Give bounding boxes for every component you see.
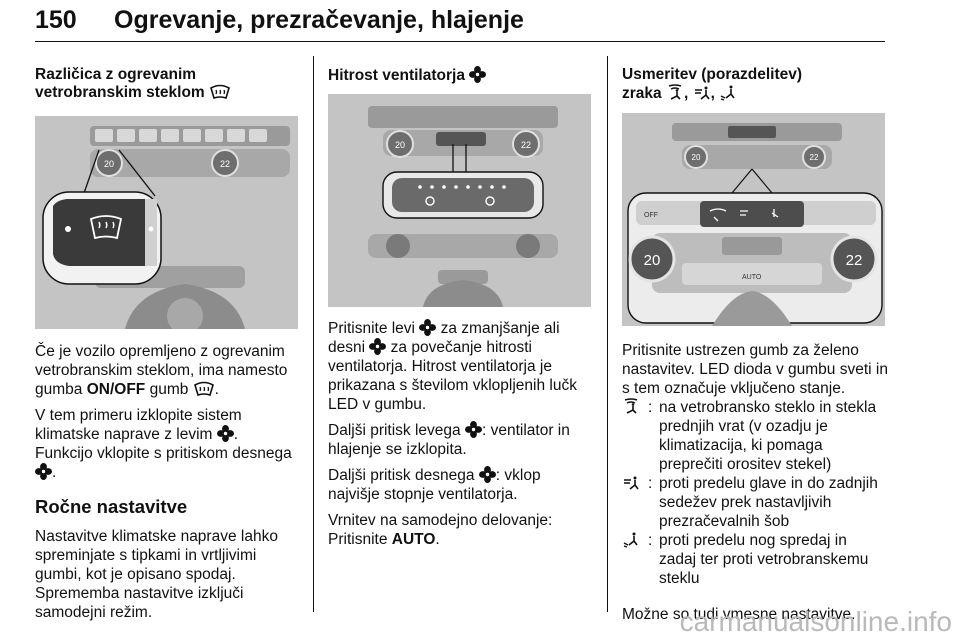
column-divider-2 [607, 56, 608, 612]
temp-right-label: 22 [521, 140, 531, 150]
air-distribution-heading: Usmeritev (porazdelitev) zraka , , [622, 66, 803, 102]
fan-speed-para-4: Vrnitev na samodejno delovanje: Pritisni… [328, 512, 553, 548]
air-distribution-para-1: Pritisnite ustrezen gumb za želeno nasta… [622, 342, 888, 397]
definition-head: : proti predelu glave in do zadnjih sede… [622, 474, 888, 531]
fan-speed-para-1: Pritisnite levi za zmanjšanje ali desni … [328, 319, 577, 413]
fan-speed-heading: Hitrost ventilatorja [328, 66, 598, 85]
fan-icon [478, 466, 496, 483]
watermark: carmanualsonline.info [679, 606, 952, 637]
head-airflow-icon [624, 476, 639, 490]
definition-feet: : proti predelu nog spredaj in zadaj ter… [622, 531, 888, 588]
fan-icon [469, 66, 487, 83]
heated-windscreen-para-2: V tem primeru izklopite sistem klimatske… [35, 407, 292, 481]
heated-windscreen-icon [193, 381, 214, 397]
column-divider-1 [313, 56, 314, 612]
heated-windscreen-button-illustration: 20 22 [35, 116, 298, 329]
off-label: OFF [644, 212, 658, 219]
fan-icon [419, 319, 437, 336]
fan-speed-para-3: Daljši pritisk desnega : vklop najvišje … [328, 466, 541, 503]
fan-icon [369, 338, 387, 355]
heading-line-2: vetrobranskim steklom [35, 84, 205, 101]
fan-speed-para-2: Daljši pritisk levega : ventilator in hl… [328, 421, 570, 458]
air-distribution-para-2: Možne so tudi vmesne nastavitve. [622, 606, 856, 623]
temp-small-left-label: 20 [692, 153, 701, 162]
heated-windscreen-icon [210, 84, 230, 100]
heated-windscreen-button-icon [89, 215, 123, 240]
feet-airflow-icon [720, 85, 735, 101]
heading-line-1: Različica z ogrevanim [35, 66, 197, 83]
fan-speed-button-illustration: 20 22 [328, 94, 591, 307]
header-rule [35, 41, 885, 42]
temp-small-right-label: 22 [810, 153, 819, 162]
windscreen-feet-airflow-icon [624, 398, 638, 414]
page-title: Ogrevanje, prezračevanje, hlajenje [114, 6, 524, 34]
auto-label: AUTO [391, 531, 436, 548]
temp-left-label: 20 [644, 252, 661, 269]
fan-icon [216, 425, 234, 442]
auto-button-label: AUTO [742, 274, 762, 281]
feet-airflow-icon [623, 532, 638, 548]
temp-right-label: 22 [220, 159, 230, 169]
definition-windscreen: : na vetrobransko steklo in stekla predn… [622, 398, 888, 474]
head-airflow-icon [694, 86, 710, 100]
manual-settings-heading: Ročne nastavitve [35, 496, 188, 517]
heated-windscreen-para-1: Če je vozilo opremljeno z ogrevanim vetr… [35, 343, 288, 398]
temp-left-label: 20 [104, 159, 114, 169]
air-distribution-buttons-illustration: 20 22 OFF 20 22 AUTO [622, 113, 885, 326]
manual-settings-para: Nastavitve klimatske naprave lahko sprem… [35, 528, 278, 621]
windscreen-feet-airflow-icon [668, 84, 682, 100]
page-number: 150 [35, 6, 77, 34]
on-off-label: ON/OFF [86, 381, 146, 398]
temp-left-label: 20 [395, 140, 405, 150]
heated-windscreen-heading: Različica z ogrevanim vetrobranskim stek… [35, 66, 315, 102]
fan-icon [35, 463, 52, 480]
temp-right-label: 22 [846, 252, 863, 269]
definition-text: proti predelu glave in do zadnjih sedeže… [659, 475, 878, 530]
definition-text: na vetrobransko steklo in stekla prednji… [659, 399, 877, 473]
air-distribution-definitions: : na vetrobransko steklo in stekla predn… [622, 398, 888, 624]
fan-icon [464, 421, 482, 438]
definition-text: proti predelu nog spredaj in zadaj ter p… [659, 532, 869, 587]
